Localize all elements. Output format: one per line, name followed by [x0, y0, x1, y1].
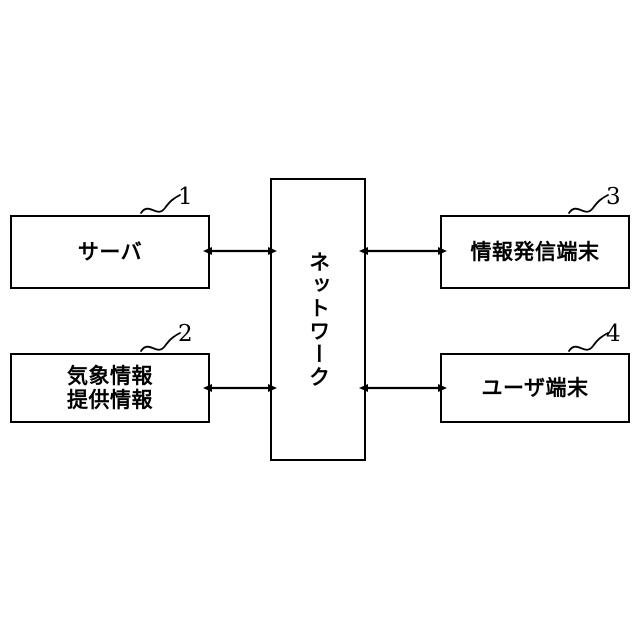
leader-line-3	[568, 194, 609, 214]
leader-line-2	[140, 332, 181, 352]
node-weather-info-label: 気象情報 提供情報	[67, 363, 153, 412]
reference-number-2: 2	[178, 321, 193, 347]
node-server-label: サーバ	[77, 239, 143, 264]
node-network-label: ネットワーク	[306, 250, 331, 389]
leader-line-4	[568, 332, 609, 352]
leader-line-1	[140, 194, 181, 214]
node-user-terminal: ユーザ端末	[440, 353, 630, 423]
node-weather-info: 気象情報 提供情報	[10, 353, 210, 423]
reference-number-1: 1	[178, 184, 193, 210]
node-information-sending-terminal-label: 情報発信端末	[470, 239, 600, 264]
reference-number-4: 4	[606, 321, 621, 347]
node-network: ネットワーク	[270, 178, 366, 461]
node-user-terminal-label: ユーザ端末	[481, 375, 589, 400]
node-server: サーバ	[10, 215, 210, 289]
node-information-sending-terminal: 情報発信端末	[440, 215, 630, 289]
reference-number-3: 3	[606, 184, 621, 210]
